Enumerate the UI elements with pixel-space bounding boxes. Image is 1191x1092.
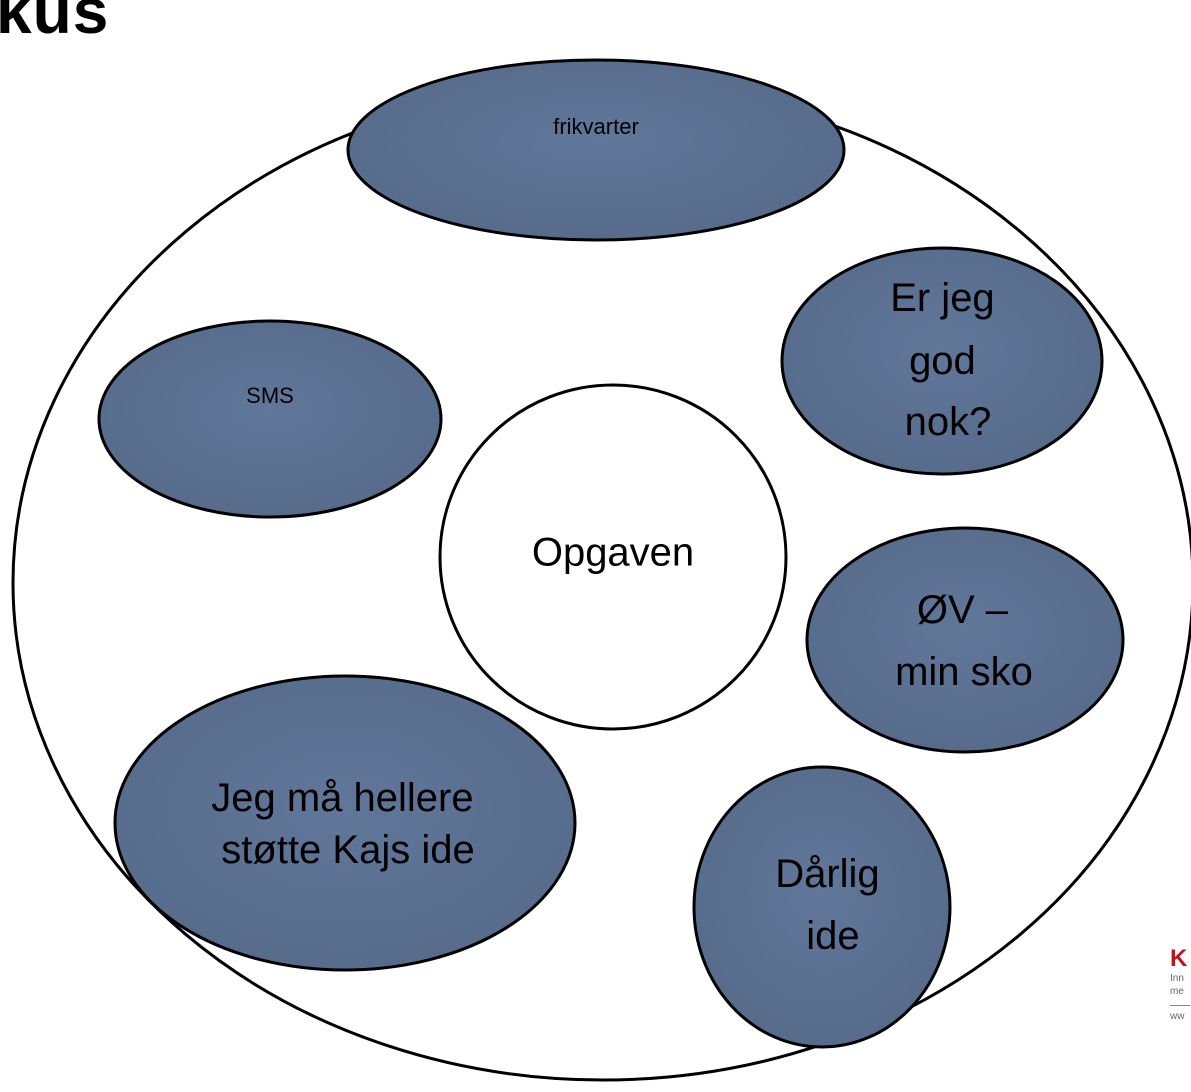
bubble-er-jeg-god-nok-text: Er jeg god nok? — [890, 276, 1006, 444]
logo-letter: K — [1170, 947, 1188, 972]
bubble-sms: SMS — [97, 319, 443, 519]
organization-logo: K Inn me ww — [1168, 947, 1191, 1027]
bubble-daarlig-ide-text: Dårlig ide — [775, 852, 891, 958]
bubble-daarlig-ide: Dårlig ide — [692, 765, 952, 1049]
bubble-jeg-maa-hellere-text: Jeg må hellere støtte Kajs ide — [211, 776, 485, 872]
bubble-ov-min-sko-text: ØV – min sko — [895, 588, 1033, 694]
bubble-sms-text: SMS — [246, 383, 294, 408]
bubble-jeg-maa-hellere: Jeg må hellere støtte Kajs ide — [113, 674, 577, 972]
logo-tagline-line1: Inn — [1170, 973, 1184, 984]
center-label: Opgaven — [532, 531, 694, 575]
bubble-frikvarter: frikvarter — [346, 58, 846, 242]
slide-title: kus — [0, 0, 110, 47]
center-circle-opgaven: Opgaven — [438, 383, 788, 731]
bubble-ov-min-sko: ØV – min sko — [805, 526, 1125, 754]
bubble-frikvarter-text: frikvarter — [553, 114, 639, 139]
bubble-er-jeg-god-nok: Er jeg god nok? — [780, 246, 1104, 476]
logo-tagline-line2: me — [1170, 986, 1184, 997]
logo-divider — [1170, 1005, 1190, 1006]
logo-url: ww — [1170, 1011, 1185, 1022]
